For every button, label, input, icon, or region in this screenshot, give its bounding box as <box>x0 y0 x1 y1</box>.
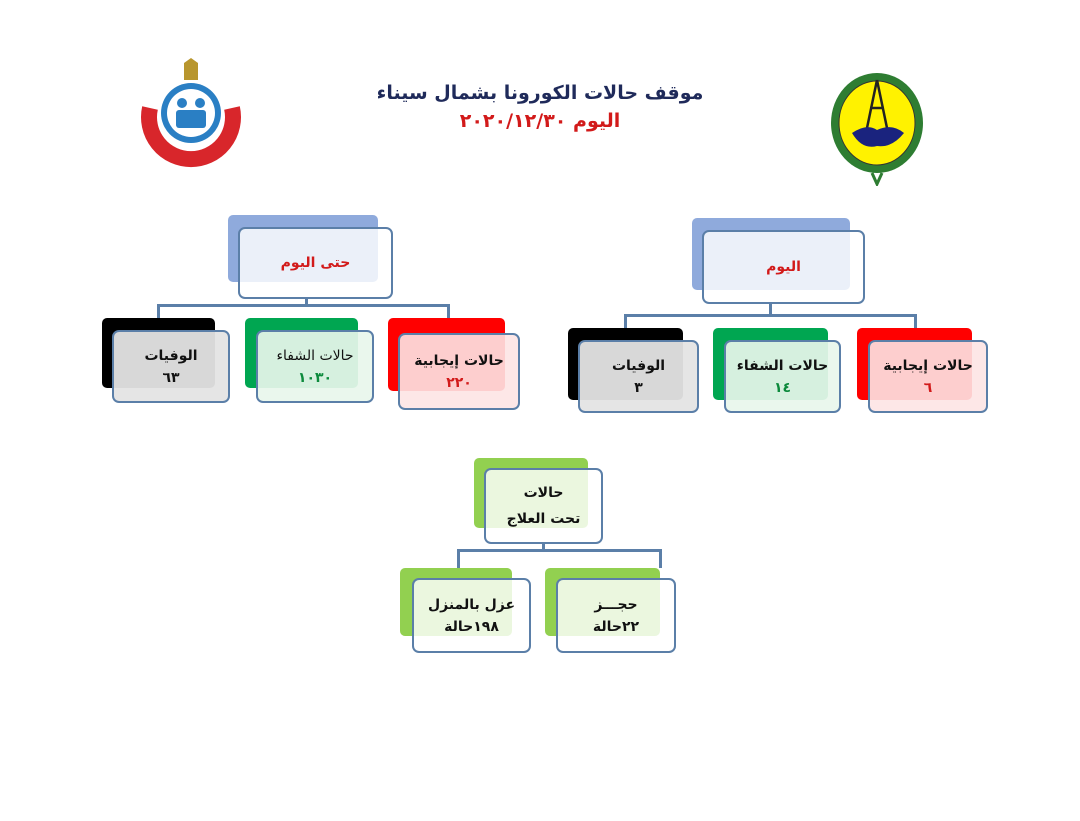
cumulative-header-box: حتى اليوم <box>238 227 393 299</box>
connector <box>659 549 662 568</box>
card-value: ١٠٣٠ <box>297 369 333 386</box>
hospital-quarantine-card: حجـــز ٢٢حالة <box>556 578 676 653</box>
connector <box>157 304 450 307</box>
today-header-box: اليوم <box>702 230 865 304</box>
connector <box>457 549 662 552</box>
card-label: حالات إيجابية <box>883 357 973 374</box>
card-label: حالات الشفاء <box>276 347 354 364</box>
today-positive-card: حالات إيجابية ٦ <box>868 340 988 413</box>
treatment-title-line2: تحت العلاج <box>506 511 581 527</box>
connector <box>157 304 160 318</box>
card-value: ٦ <box>923 379 933 396</box>
today-recovered-card: حالات الشفاء ١٤ <box>724 340 841 413</box>
card-value: ٢٢٠ <box>446 374 472 391</box>
today-title: اليوم <box>766 259 801 275</box>
connector <box>624 314 917 317</box>
cumulative-title: حتى اليوم <box>280 255 351 271</box>
card-value: ١٩٨حالة <box>444 618 499 635</box>
today-deaths-card: الوفيات ٣ <box>578 340 699 413</box>
card-value: ٢٢حالة <box>592 618 640 635</box>
connector <box>769 304 772 315</box>
card-label: الوفيات <box>611 357 666 374</box>
connector <box>542 544 545 550</box>
connector <box>447 304 450 318</box>
card-label: حالات إيجابية <box>414 352 504 369</box>
card-label: حجـــز <box>594 596 638 613</box>
treatment-title-line1: حالات <box>523 485 564 501</box>
home-isolation-card: عزل بالمنزل ١٩٨حالة <box>412 578 531 653</box>
cumulative-recovered-card: حالات الشفاء ١٠٣٠ <box>256 330 374 403</box>
card-label: عزل بالمنزل <box>427 596 516 613</box>
cumulative-deaths-card: الوفيات ٦٣ <box>112 330 230 403</box>
cumulative-positive-card: حالات إيجابية ٢٢٠ <box>398 333 520 410</box>
card-label: حالات الشفاء <box>736 357 829 374</box>
card-value: ٦٣ <box>162 369 180 386</box>
date-line: اليوم ٢٠٢٠/١٢/٣٠ <box>340 110 740 132</box>
connector <box>457 549 460 568</box>
health-ministry-logo <box>140 58 242 170</box>
date-label: اليوم <box>573 110 621 132</box>
card-label: الوفيات <box>144 347 198 364</box>
treatment-header-box: حالات تحت العلاج <box>484 468 603 544</box>
north-sinai-emblem <box>822 68 932 188</box>
card-value: ٣ <box>634 379 643 396</box>
page-title: موقف حالات الكورونا بشمال سيناء <box>376 82 704 104</box>
connector <box>914 314 917 328</box>
connector <box>624 314 627 328</box>
card-value: ١٤ <box>773 379 792 396</box>
date-value: ٢٠٢٠/١٢/٣٠ <box>459 110 567 132</box>
connector <box>305 299 308 305</box>
